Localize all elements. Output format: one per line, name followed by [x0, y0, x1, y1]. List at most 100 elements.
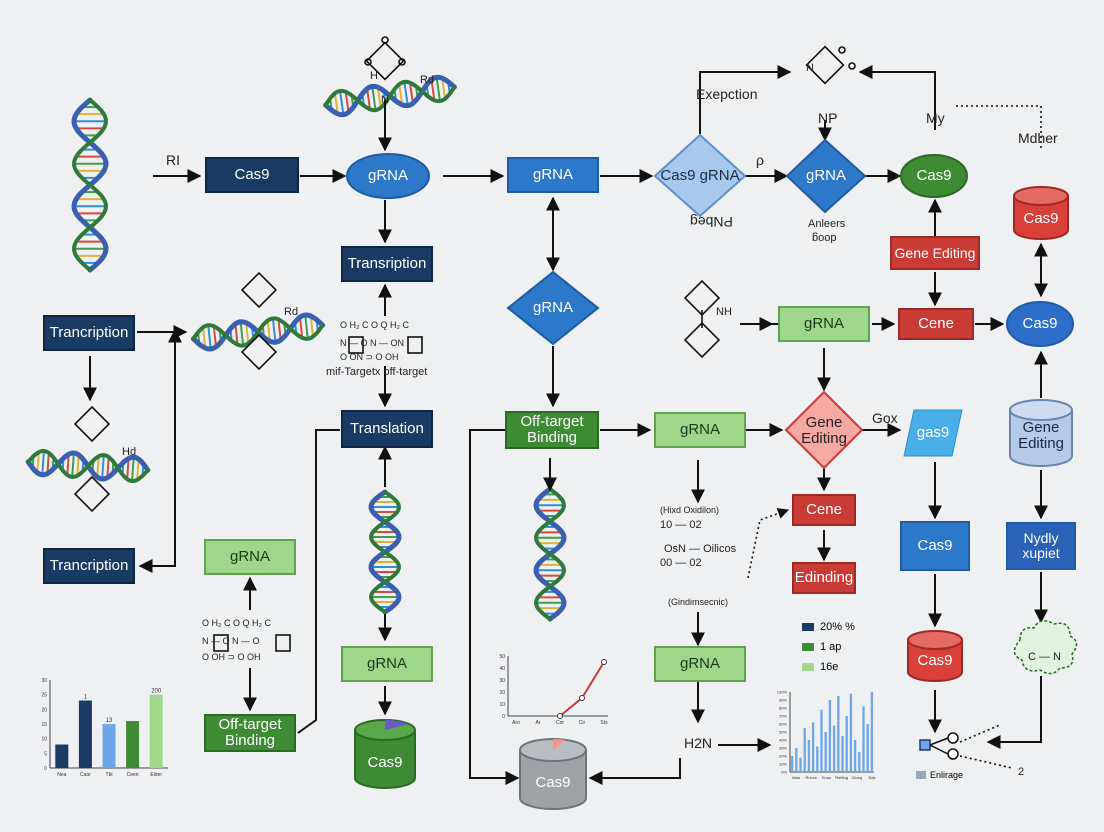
gox-label: Gox — [872, 410, 898, 426]
molecule-text-c: O ON ⊃ O OH — [340, 352, 399, 362]
gene-editing-diamond-shape — [784, 390, 864, 470]
transcription-left-box-2[interactable]: Trancription — [43, 548, 135, 584]
gene-editing-red-box[interactable]: Gene Editing — [890, 236, 980, 270]
bar — [811, 722, 815, 772]
x-tick-label: Cir — [579, 720, 586, 726]
base-pair — [131, 457, 135, 482]
data-point — [601, 659, 607, 665]
base-pair — [271, 318, 277, 343]
molecule-text-a: O H₂ C O Q H₂ C — [340, 320, 409, 330]
transcription-left-box-1[interactable]: Trancription — [43, 315, 135, 351]
dna-helix-left — [71, 97, 109, 273]
cas9-blue-right-box[interactable]: Cas9 — [900, 521, 970, 571]
h2n-label: H2N — [684, 735, 713, 751]
base-pair — [36, 452, 40, 473]
molecule-text-e: N — O N — O — [202, 636, 260, 646]
data-label: 13 — [106, 718, 113, 724]
dna-helix-center-right — [533, 486, 567, 622]
cas9-ellipse-green-shape — [900, 154, 968, 198]
molecule-top-n: N — [381, 94, 389, 106]
data-point — [579, 695, 585, 701]
dna-helix-center — [368, 489, 402, 615]
grna-left-green-box[interactable]: gRNA — [204, 539, 296, 575]
legend-swatch — [802, 623, 814, 631]
off-target-left-box[interactable]: Off-target Binding — [204, 714, 296, 752]
molecule-text-d: O H₂ C O Q H₂ C — [202, 618, 271, 628]
legend-swatch — [802, 643, 814, 651]
x-tick-label: Enas — [822, 775, 831, 780]
base-pair — [403, 81, 409, 106]
gene-editing-cylinder-shape — [1009, 399, 1073, 467]
bar — [841, 736, 844, 772]
cas9-navy-box[interactable]: Cas9 — [205, 157, 299, 193]
legend-swatch — [916, 771, 926, 779]
base-pair — [212, 326, 217, 347]
x-tick-label: Ar — [536, 720, 541, 726]
base-pair — [207, 325, 212, 350]
base-pair — [76, 454, 80, 476]
y-tick-label: 60% — [779, 722, 787, 727]
exception-label: Exepction — [696, 86, 758, 102]
transcription-mid-box[interactable]: Transription — [341, 246, 433, 282]
bar — [832, 725, 836, 772]
edinding-red-box[interactable]: Edinding — [792, 562, 856, 594]
molecule-top-right-n: N — [806, 62, 814, 74]
translation-box[interactable]: Translation — [341, 410, 433, 448]
data-label: 200 — [151, 689, 162, 695]
base-pair — [106, 456, 110, 478]
base-pair — [409, 82, 414, 104]
bar — [816, 746, 819, 772]
bar — [55, 744, 69, 768]
base-pair — [441, 78, 447, 99]
molecule-mid-right-icon — [683, 279, 721, 359]
base-pair — [277, 319, 282, 341]
molecule-text-b: N — O N — ON — [340, 338, 405, 348]
y-tick-label: 20% — [779, 754, 787, 759]
y-tick-label: 10 — [499, 702, 505, 708]
data-label: 1 — [84, 695, 88, 701]
cene-red-box-1[interactable]: Cene — [898, 308, 974, 340]
y-tick-label: 10% — [779, 762, 787, 767]
oxidation-title: (Hixd Oxidilon) — [660, 505, 720, 515]
legend-label: Enlirage — [930, 770, 964, 780]
x-tick-label: Retflug — [835, 775, 848, 780]
x-tick-label: Ceen — [127, 772, 139, 778]
bar — [837, 696, 840, 772]
x-tick-label: Aro — [512, 720, 520, 726]
molecule-left-low-icon — [73, 405, 111, 513]
legend-mid: 20% % 1 ap 16e — [802, 620, 855, 674]
grna-green-right-box[interactable]: gRNA — [778, 306, 870, 342]
molecule-top-icon — [364, 36, 406, 81]
np-label: NP — [818, 110, 838, 126]
base-pair — [66, 454, 70, 476]
base-pair — [371, 86, 377, 111]
base-pair — [234, 323, 239, 345]
grna-blue-top-box[interactable]: gRNA — [507, 157, 599, 193]
off-target-mid-box[interactable]: Off-target Binding — [505, 411, 599, 449]
bar — [858, 752, 861, 772]
x-tick-label: Rrlcce — [806, 775, 818, 780]
x-tick-label: Caor — [80, 772, 91, 778]
grna-green-mid-box[interactable]: gRNA — [654, 412, 746, 448]
pnbeg-label: PNbeg — [690, 214, 733, 230]
rho-label: ρ — [756, 152, 764, 168]
y-tick-label: 15 — [41, 722, 47, 728]
y-tick-label: 30% — [779, 746, 787, 751]
grna-pill-shape — [346, 153, 430, 199]
base-pair — [344, 91, 350, 113]
base-pair — [339, 90, 345, 115]
oxidation-row-3: 00 — 02 — [660, 557, 702, 569]
grna-green-low-box[interactable]: gRNA — [654, 646, 746, 682]
grna-green-bottom-box[interactable]: gRNA — [341, 646, 433, 682]
series-line — [559, 661, 605, 717]
nydly-xupiet-box[interactable]: Nydly xupiet — [1006, 522, 1076, 570]
base-pair — [304, 314, 309, 339]
base-pair — [299, 317, 304, 338]
cas9-grna-diamond-shape — [653, 133, 747, 218]
y-tick-label: 10 — [41, 737, 47, 743]
cene-red-box-2[interactable]: Cene — [792, 494, 856, 526]
oxidation-row-2: OsN — Oilicos — [664, 543, 737, 555]
bar — [849, 693, 853, 772]
y-tick-label: 90% — [779, 698, 787, 703]
